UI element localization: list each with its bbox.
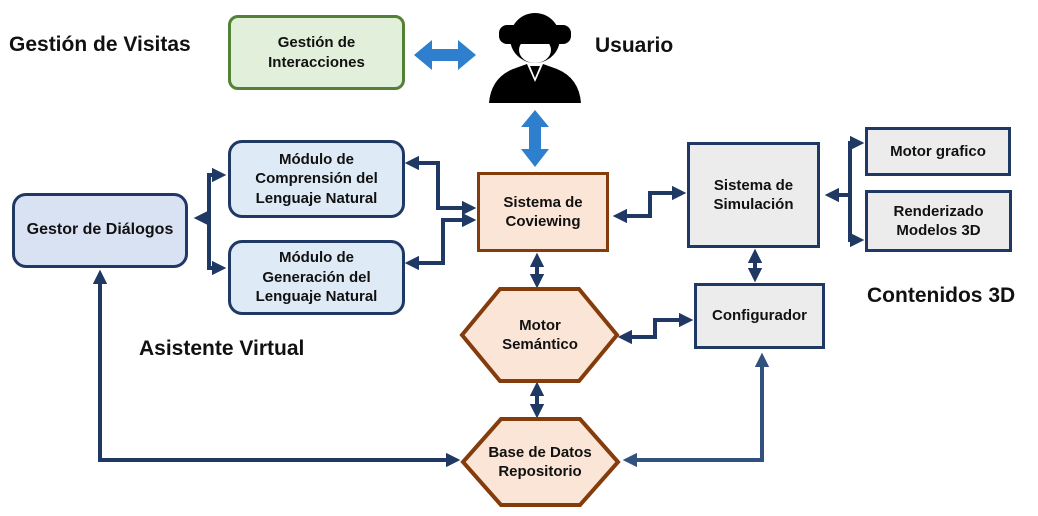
gestor-dialogos-node: Gestor de Diálogos [12, 193, 188, 268]
gestion-interacciones-label: Gestión de Interacciones [268, 34, 365, 71]
contenidos-3d-label: Contenidos 3D [867, 284, 1016, 307]
renderizado-modelos-node: Renderizado Modelos 3D [865, 190, 1012, 252]
modulo-comprension-node: Módulo de Comprensión del Lenguaje Natur… [228, 140, 405, 218]
modulo-generacion-node: Módulo de Generación del Lenguaje Natura… [228, 240, 405, 315]
connector-bracket-to-renderizado [848, 143, 865, 248]
connector-configurador-base-datos [622, 352, 770, 468]
double-arrow-usuario-coviewing-icon [521, 110, 549, 167]
vr-user-icon [489, 13, 581, 103]
motor-grafico-node: Motor grafico [865, 127, 1011, 176]
configurador-node: Configurador [694, 283, 825, 349]
connector-generacion-coviewing [404, 212, 477, 271]
connector-coviewing-simulacion [612, 185, 687, 224]
asistente-virtual-label: Asistente Virtual [139, 337, 305, 360]
connector-comprension-coviewing [404, 155, 477, 216]
connector-gestor-to-generacion [207, 175, 227, 276]
motor-grafico-label: Motor grafico [890, 142, 986, 160]
motor-semantico-hexagon [459, 287, 620, 383]
gestion-visitas-label: Gestión de Visitas [9, 33, 191, 56]
configurador-label: Configurador [712, 307, 807, 325]
modulo-comprension-label: Módulo de Comprensión del Lenguaje Natur… [255, 150, 378, 207]
gestion-interacciones-node: Gestión de Interacciones [228, 15, 405, 90]
sistema-simulacion-label: Sistema de Simulación [713, 176, 794, 214]
renderizado-modelos-label: Renderizado Modelos 3D [893, 202, 984, 240]
sistema-coviewing-node: Sistema de Coviewing [477, 172, 609, 252]
base-datos-node: Base de Datos Repositorio [470, 428, 610, 496]
usuario-label: Usuario [595, 34, 674, 57]
base-datos-label: Base de Datos Repositorio [488, 443, 592, 481]
motor-semantico-node: Motor Semántico [470, 300, 610, 370]
sistema-simulacion-node: Sistema de Simulación [687, 142, 820, 248]
double-arrow-usuario-gestion-icon [414, 40, 476, 70]
connector-motor-semantico-configurador [617, 312, 694, 345]
sistema-coviewing-label: Sistema de Coviewing [503, 193, 583, 231]
modulo-generacion-label: Módulo de Generación del Lenguaje Natura… [255, 249, 378, 306]
motor-semantico-label: Motor Semántico [502, 316, 578, 354]
gestor-dialogos-label: Gestor de Diálogos [26, 221, 174, 239]
connector-gestor-base-datos [92, 269, 461, 468]
base-datos-hexagon [460, 417, 621, 507]
